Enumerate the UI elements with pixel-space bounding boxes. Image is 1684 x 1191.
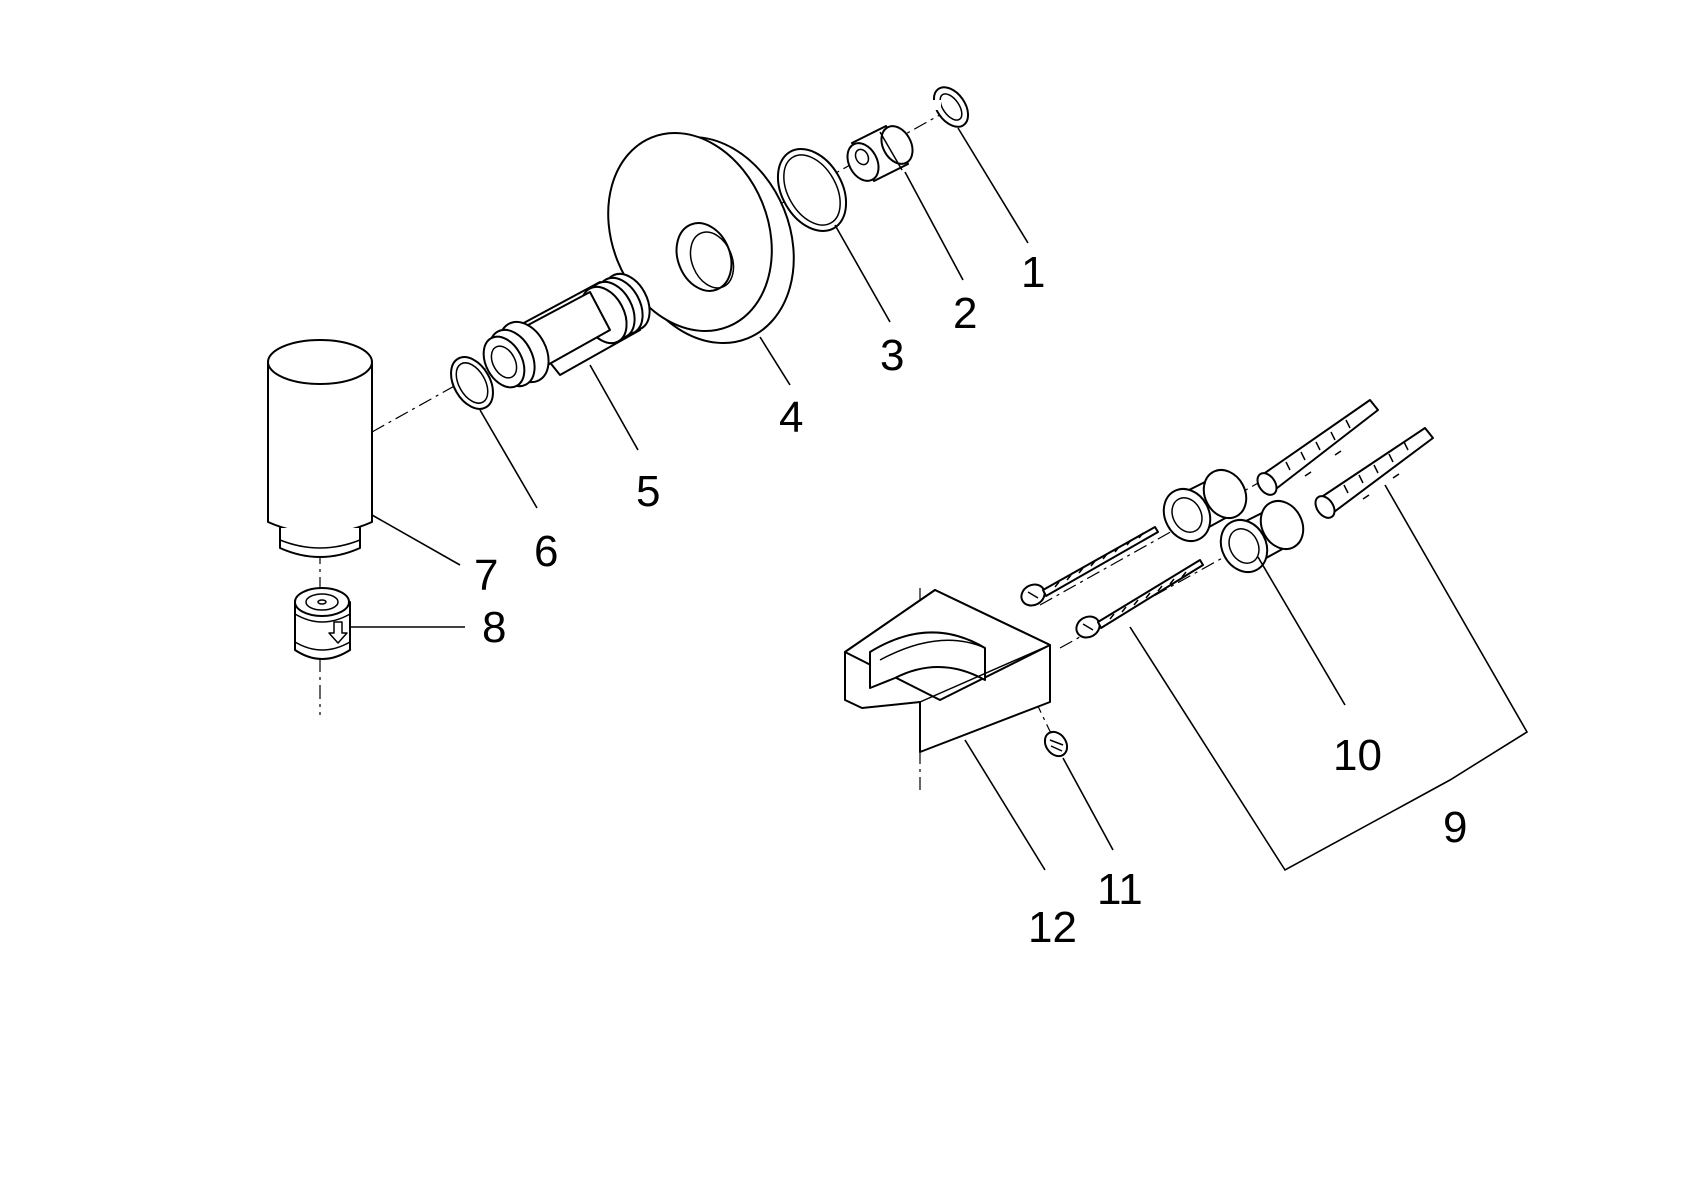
callout-8: 8 xyxy=(482,603,506,652)
arrow-down-icon xyxy=(328,621,348,644)
part-11-grub-screw xyxy=(1043,730,1069,758)
callout-4: 4 xyxy=(779,393,803,442)
callout-5: 5 xyxy=(636,467,660,516)
part-9-wall-plug-upper xyxy=(1256,399,1379,496)
part-1-retaining-clip xyxy=(932,86,970,128)
leader-lines xyxy=(350,127,1529,872)
part-6-o-ring xyxy=(450,356,494,410)
callout-12: 12 xyxy=(1028,903,1077,952)
assembly-axis-screw-upper xyxy=(1039,467,1286,606)
callout-2: 2 xyxy=(953,289,977,338)
callouts: 1 2 3 4 5 6 7 8 9 10 11 12 xyxy=(474,248,1467,952)
part-3-o-ring xyxy=(776,148,848,232)
callout-6: 6 xyxy=(534,527,558,576)
part-10-spacer-lower xyxy=(1219,500,1305,573)
part-4-escutcheon xyxy=(607,132,795,344)
callout-1: 1 xyxy=(1021,248,1045,297)
callout-3: 3 xyxy=(880,331,904,380)
part-9-screw-lower xyxy=(1075,559,1204,639)
part-9-wall-plug-lower xyxy=(1314,427,1434,519)
part-5-threaded-extension xyxy=(482,272,651,389)
callout-11: 11 xyxy=(1097,865,1143,914)
callout-9: 9 xyxy=(1443,803,1467,852)
part-8-flow-cartridge xyxy=(294,587,351,660)
part-9-screw-upper xyxy=(1020,526,1159,607)
callout-7: 7 xyxy=(474,551,498,600)
assembly-axis-grub xyxy=(1034,699,1059,749)
part-2-cartridge xyxy=(846,125,914,182)
part-10-spacer-upper xyxy=(1162,469,1248,542)
part-7-cylinder-cap xyxy=(267,339,373,558)
part-12-shower-holder xyxy=(844,589,1051,753)
callout-10: 10 xyxy=(1333,731,1382,780)
